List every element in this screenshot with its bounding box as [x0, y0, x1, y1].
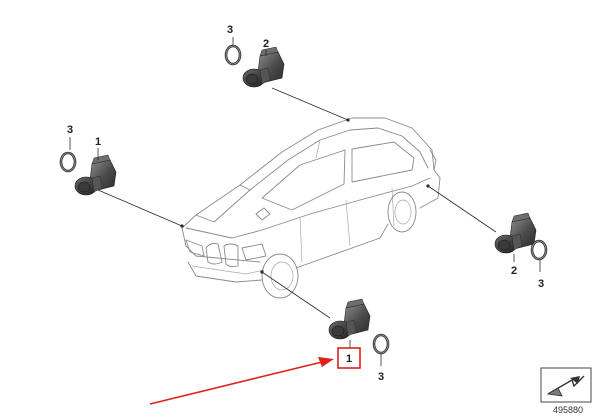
parking-sensor-left[interactable] [74, 154, 117, 196]
callout-left-sensor: 1 [95, 136, 101, 148]
callout-top-sensor: 2 [263, 38, 269, 50]
callout-left-ring: 3 [67, 124, 73, 136]
leader-lines [97, 87, 497, 319]
parking-sensor-right[interactable] [494, 212, 537, 254]
callout-highlight-box [337, 347, 361, 369]
car-outline-icon [181, 117, 441, 299]
callout-front-sensor: 1 [346, 353, 352, 365]
parking-sensor-front[interactable] [328, 298, 371, 340]
corner-badge-icon [540, 367, 592, 403]
document-number: 495880 [553, 405, 583, 415]
callout-top-ring: 3 [227, 24, 233, 36]
callout-front-ring: 3 [378, 371, 384, 383]
sealing-ring-top [224, 44, 242, 66]
callout-right-ring: 3 [538, 278, 544, 290]
sealing-ring-right [530, 239, 548, 261]
sealing-ring-left [59, 151, 77, 173]
sealing-ring-front [372, 333, 390, 355]
callout-right-sensor: 2 [511, 265, 517, 277]
red-pointer-arrow [149, 357, 334, 405]
parking-sensor-top[interactable] [242, 46, 285, 88]
